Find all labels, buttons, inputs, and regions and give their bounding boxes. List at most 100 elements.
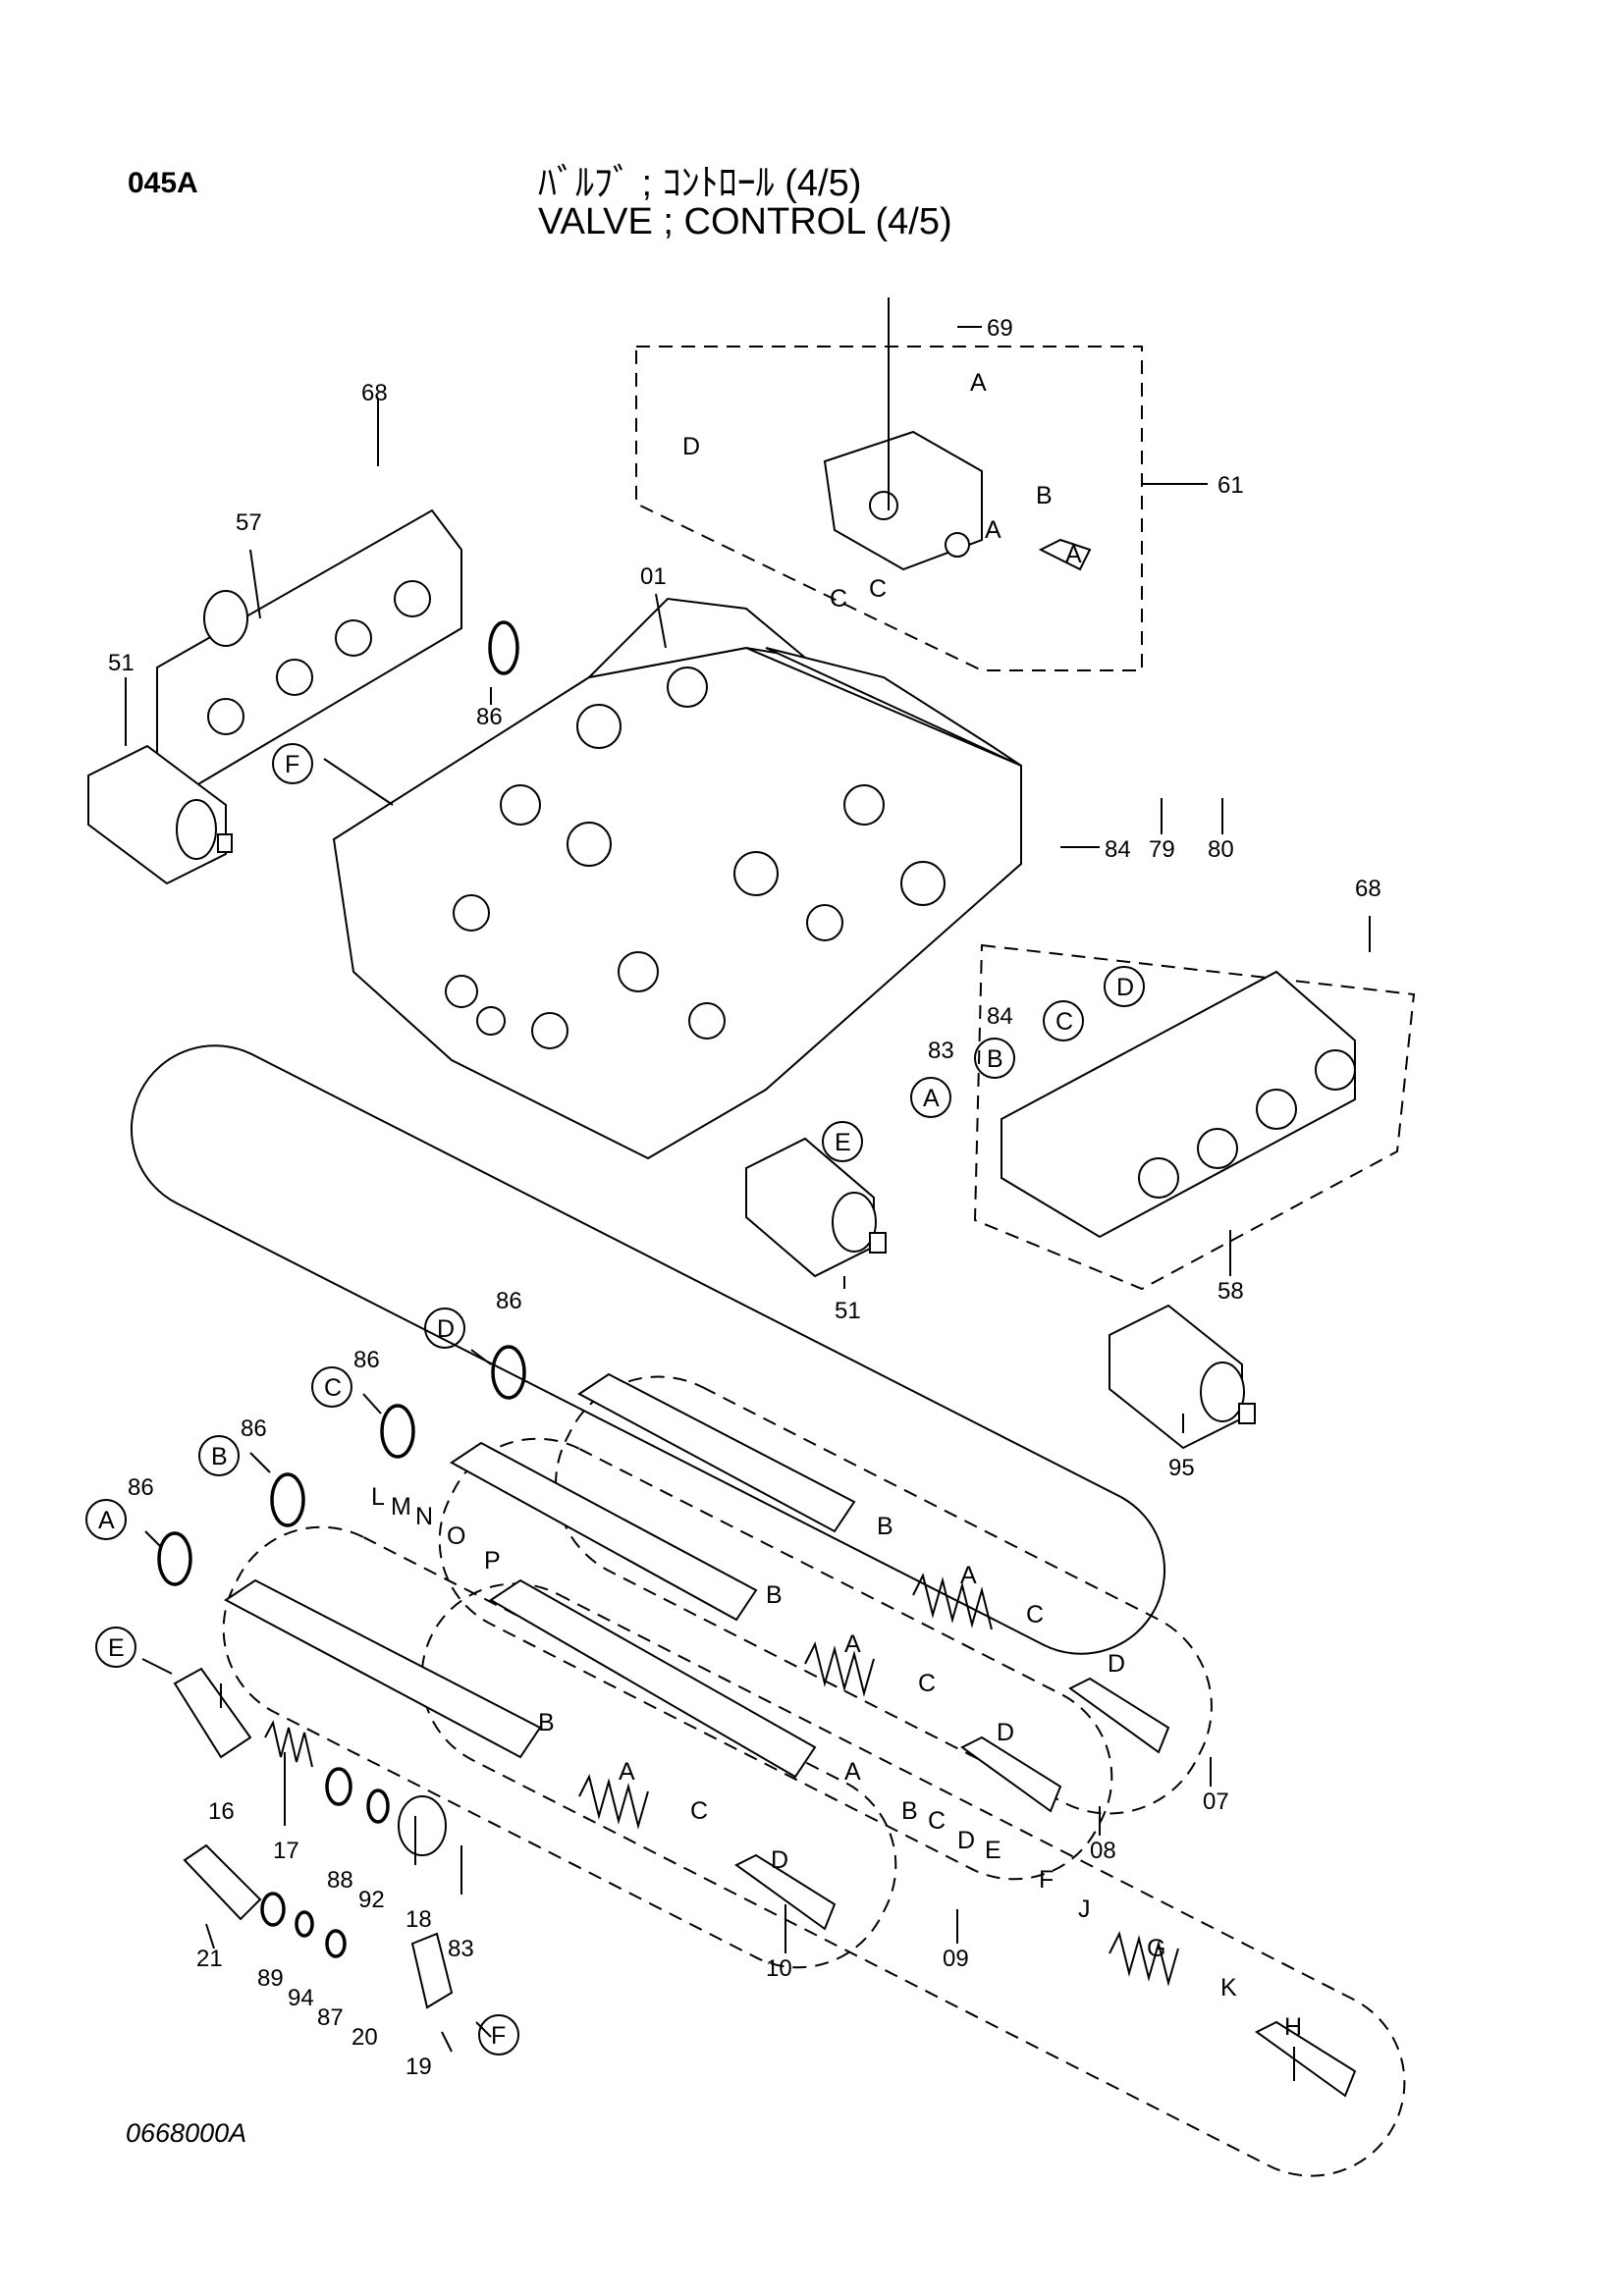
o-ring-86-d — [270, 1472, 305, 1527]
spool-assembly-capsule — [130, 1044, 1166, 1655]
letter-L: L — [371, 1483, 385, 1511]
letter-E-09: E — [985, 1837, 1001, 1864]
part-label-86d: 86 — [241, 1415, 267, 1442]
part-label-86b: 86 — [496, 1288, 522, 1314]
leader-lines — [125, 297, 1371, 2081]
part-label-20: 20 — [352, 2024, 378, 2051]
letter-D-07: D — [1108, 1650, 1125, 1678]
part-label-09: 09 — [943, 1946, 969, 1972]
letter-H: H — [1284, 2013, 1302, 2041]
letter-B-07: B — [877, 1513, 893, 1540]
spool-end-bolts — [734, 1677, 1357, 2098]
part-label-08: 08 — [1090, 1838, 1116, 1864]
part-label-10: 10 — [766, 1955, 792, 1982]
callout-C-bottom: C — [324, 1374, 342, 1402]
part-label-86a: 86 — [476, 704, 503, 730]
cover-58 — [1001, 970, 1356, 1239]
part-label-89: 89 — [257, 1965, 284, 1992]
callout-A-top: A — [923, 1085, 940, 1112]
part-label-80: 80 — [1208, 836, 1234, 863]
spool-08 — [450, 1441, 758, 1622]
springs — [264, 1573, 1179, 1987]
callout-F-bottom: F — [491, 2022, 506, 2050]
callout-F-top: F — [285, 751, 299, 778]
part-label-86e: 86 — [128, 1474, 154, 1501]
part-label-61: 61 — [1217, 472, 1244, 499]
letter-M: M — [391, 1493, 411, 1521]
part-label-68b: 68 — [1355, 876, 1381, 902]
letter-C-10: C — [690, 1797, 708, 1825]
o-ring-86-c — [380, 1404, 415, 1459]
letter-B-10: B — [538, 1709, 555, 1736]
spool-group-10-outline — [222, 1525, 897, 1969]
assembly-box-61 — [635, 346, 1143, 671]
letter-P: P — [484, 1547, 501, 1575]
callout-circles — [85, 743, 1145, 2056]
callout-A-bottom: A — [98, 1507, 115, 1534]
assembly-box-58 — [973, 943, 1416, 1291]
cover-plate-57 — [156, 508, 462, 787]
letter-D-09: D — [957, 1827, 975, 1854]
pilot-block-61 — [823, 430, 1092, 571]
part-label-83a: 83 — [928, 1038, 954, 1064]
letter-A-07: A — [960, 1562, 977, 1589]
part-label-07: 07 — [1203, 1789, 1229, 1815]
callout-B-top: B — [987, 1045, 1003, 1073]
part-label-88: 88 — [327, 1867, 353, 1894]
o-ring-86-b — [491, 1345, 526, 1400]
o-ring-86-e — [157, 1531, 192, 1586]
letter-K: K — [1220, 1974, 1237, 2002]
letter-A-61-right: A — [1065, 541, 1082, 568]
part-label-19: 19 — [406, 2054, 432, 2080]
spool-10 — [224, 1578, 542, 1759]
callout-C-top: C — [1055, 1008, 1073, 1036]
part-label-94: 94 — [288, 1985, 314, 2011]
small-parts-left — [173, 1667, 454, 2009]
part-label-21: 21 — [196, 1946, 223, 1972]
callout-D-top: D — [1116, 974, 1134, 1001]
spool-09 — [489, 1578, 817, 1779]
callout-E-bottom: E — [108, 1634, 125, 1662]
part-label-57: 57 — [236, 509, 262, 536]
spool-group-09-outline — [420, 1582, 1406, 2177]
letter-A-09: A — [844, 1758, 861, 1786]
solenoid-valve-51-left — [87, 744, 233, 885]
letter-O: O — [447, 1522, 465, 1550]
title-english: VALVE ; CONTROL (4/5) — [538, 201, 952, 242]
letter-B-09: B — [901, 1797, 918, 1825]
part-label-95: 95 — [1168, 1455, 1195, 1481]
part-label-68a: 68 — [361, 380, 388, 406]
letter-F-09: F — [1039, 1866, 1054, 1894]
part-label-84b: 84 — [987, 1003, 1013, 1030]
letter-C-61-bottom: C — [869, 575, 887, 603]
letter-C-07: C — [1026, 1601, 1044, 1629]
o-ring-86-a — [488, 620, 519, 675]
letter-A-08: A — [844, 1630, 861, 1658]
letter-D-10: D — [771, 1846, 788, 1874]
callout-B-bottom: B — [211, 1443, 228, 1470]
part-label-51b: 51 — [835, 1298, 861, 1324]
part-label-69: 69 — [987, 315, 1013, 342]
solenoid-valve-95 — [1109, 1304, 1256, 1450]
part-label-83b: 83 — [448, 1936, 474, 1962]
letter-A-61-top: A — [970, 369, 987, 397]
part-label-18: 18 — [406, 1906, 432, 1933]
letter-A-61-mid: A — [985, 516, 1001, 544]
letter-G: G — [1147, 1935, 1165, 1962]
callout-E-top: E — [835, 1129, 851, 1156]
spool-07 — [577, 1372, 856, 1533]
part-label-84a: 84 — [1105, 836, 1131, 863]
letter-C-61-left: C — [830, 585, 847, 613]
letter-B-08: B — [766, 1581, 783, 1609]
letter-J: J — [1078, 1896, 1091, 1923]
letter-C-09: C — [928, 1807, 946, 1835]
letter-D-08: D — [997, 1719, 1014, 1746]
part-label-92: 92 — [358, 1887, 385, 1913]
letter-N: N — [415, 1503, 433, 1530]
page-code: 045A — [128, 167, 198, 199]
letter-A-10: A — [619, 1758, 635, 1786]
part-label-17: 17 — [273, 1838, 299, 1864]
part-label-51a: 51 — [108, 650, 135, 676]
title-japanese: ﾊﾞﾙﾌﾞ ; ｺﾝﾄﾛｰﾙ (4/5) — [538, 163, 862, 204]
